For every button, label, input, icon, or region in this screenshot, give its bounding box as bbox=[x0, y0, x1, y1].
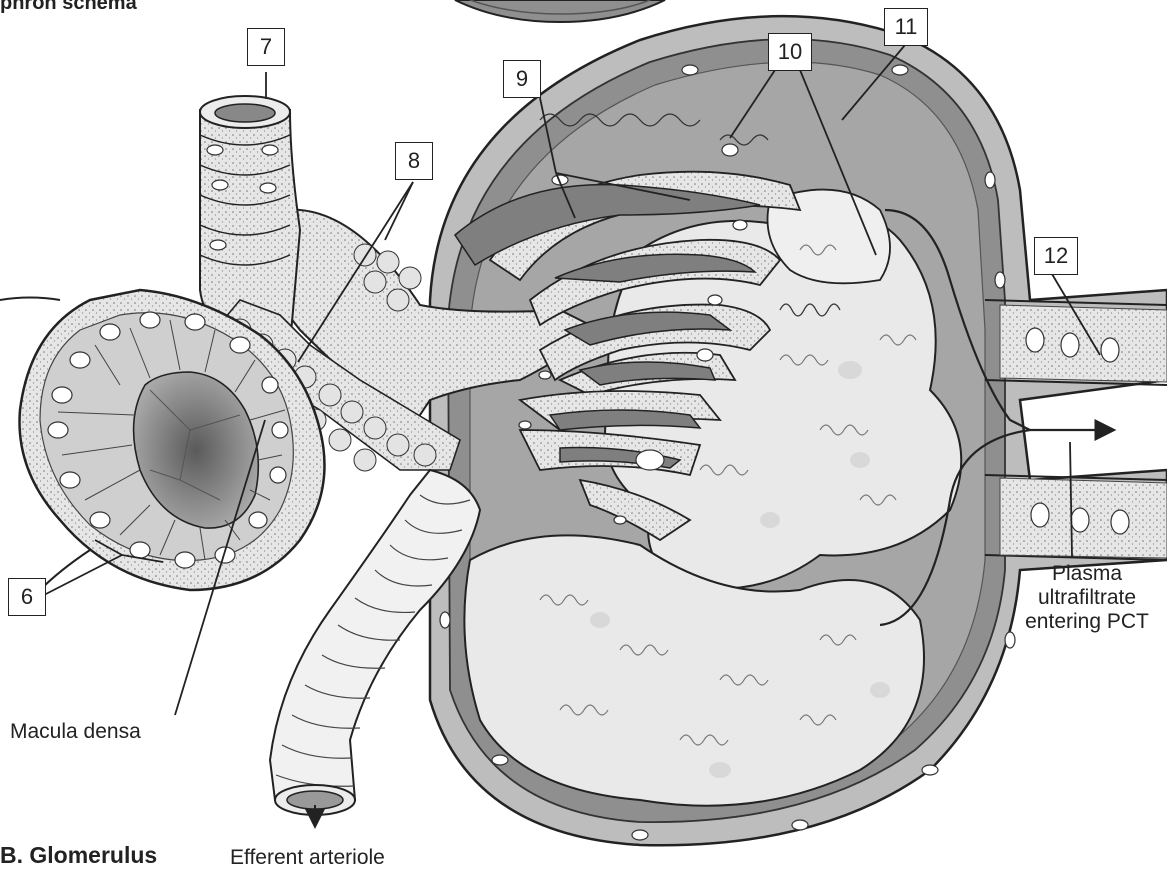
callout-8: 8 bbox=[395, 142, 433, 180]
callout-9: 9 bbox=[503, 60, 541, 98]
section-title: B. Glomerulus bbox=[0, 842, 157, 868]
plasma-ultrafiltrate-label: Plasma ultrafiltrate entering PCT bbox=[1012, 562, 1162, 634]
callout-12: 12 bbox=[1034, 237, 1078, 275]
callout-11: 11 bbox=[884, 8, 928, 46]
macula-densa-label: Macula densa bbox=[10, 720, 141, 744]
plasma-label-line-1: Plasma bbox=[1012, 562, 1162, 586]
efferent-arteriole-label: Efferent arteriole bbox=[230, 846, 385, 870]
plasma-label-line-3: entering PCT bbox=[1012, 610, 1162, 634]
upper-figure-fragment bbox=[455, 0, 665, 22]
callout-10: 10 bbox=[768, 33, 812, 71]
plasma-label-line-2: ultrafiltrate bbox=[1012, 586, 1162, 610]
callout-7: 7 bbox=[247, 28, 285, 66]
figure-title-fragment: phron schema bbox=[0, 0, 137, 15]
callout-6: 6 bbox=[8, 578, 46, 616]
